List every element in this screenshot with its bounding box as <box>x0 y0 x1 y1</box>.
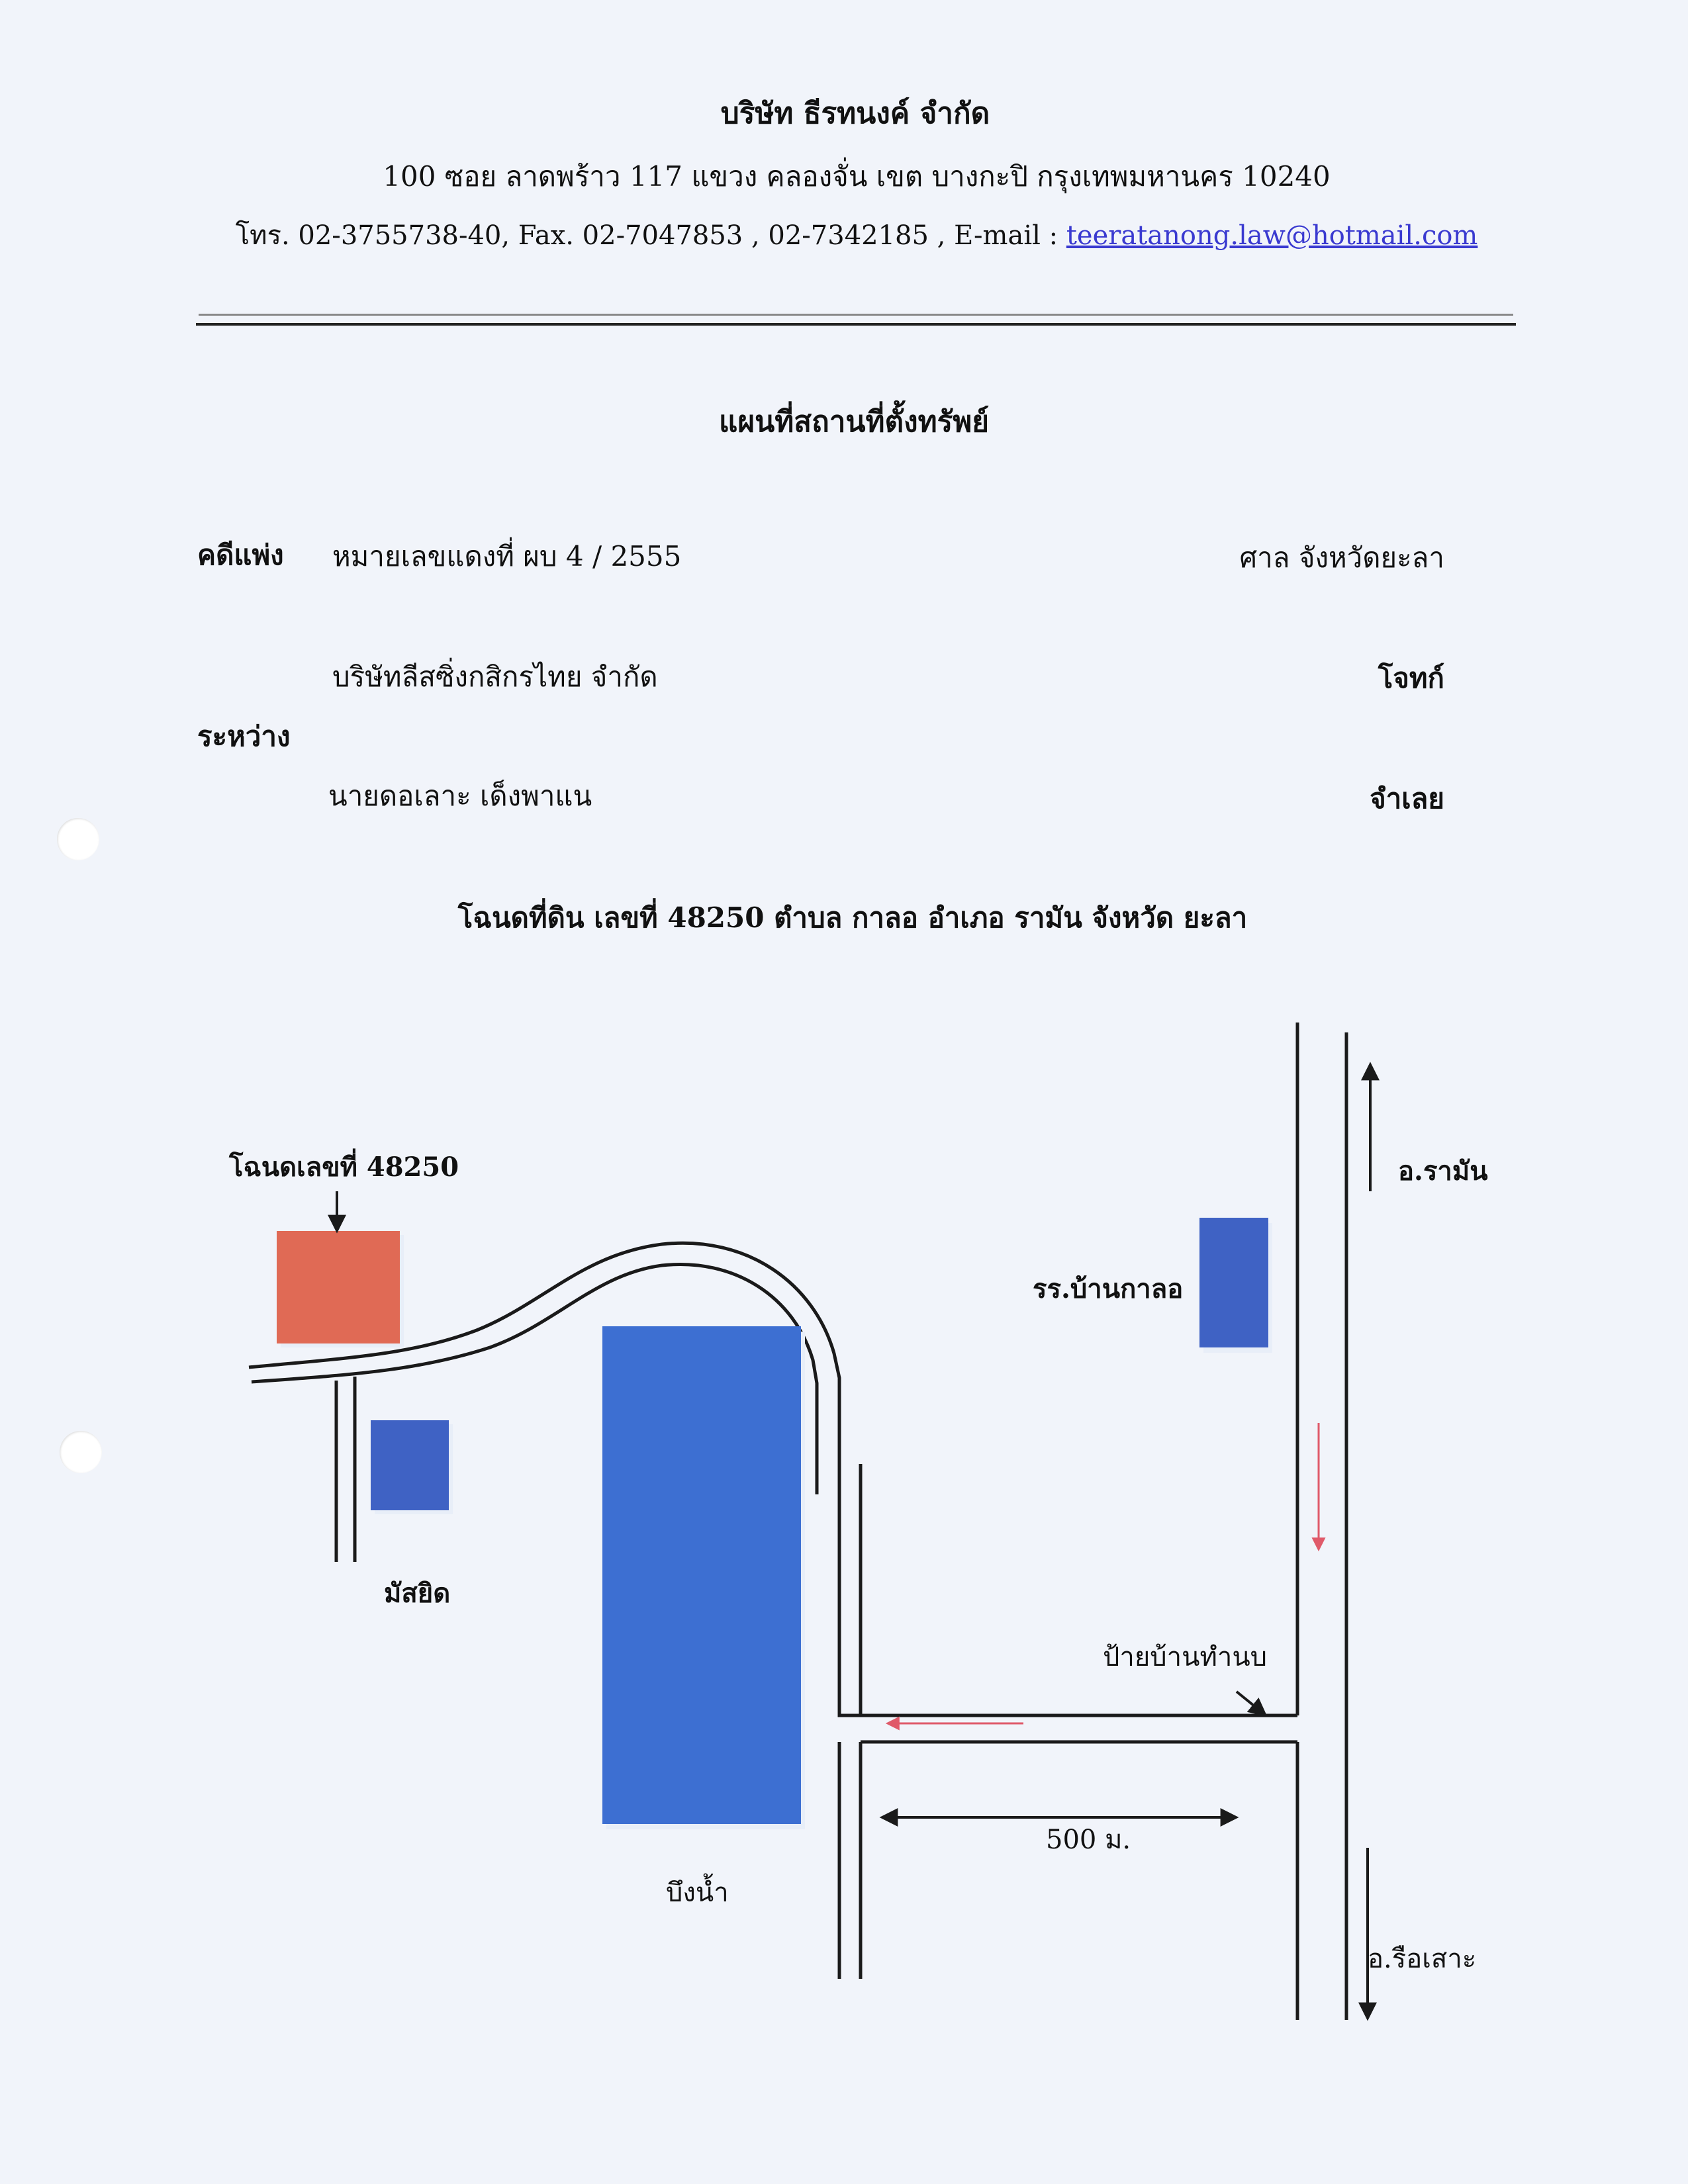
school-label: รร.บ้านกาลอ <box>1033 1273 1184 1304</box>
company-name: บริษัท ธีรทนงค์ จำกัด <box>720 97 990 130</box>
property-parcel <box>277 1231 404 1347</box>
rueso-direction-label: อ.รือเสาะ <box>1368 1944 1477 1974</box>
defendant-name: นายดอเลาะ เด็งพาแน <box>328 780 592 812</box>
between-label: ระหว่าง <box>197 720 291 752</box>
defendant-role: จำเลย <box>1370 782 1444 815</box>
school-building <box>1199 1218 1272 1353</box>
deed-marker-label: โฉนดเลขที่ 48250 <box>229 1152 459 1183</box>
pond <box>602 1326 805 1829</box>
header-divider <box>199 314 1513 316</box>
diagonal-arrow-icon <box>1235 1690 1268 1717</box>
punch-hole-top <box>57 818 99 860</box>
raman-direction-label: อ.รามัน <box>1398 1156 1488 1187</box>
mosque-label: มัสยิด <box>384 1578 451 1609</box>
mosque-road <box>334 1377 357 1562</box>
email-link[interactable]: teeratanong.law@hotmail.com <box>1066 220 1478 251</box>
deed-info: โฉนดที่ดิน เลขที่ 48250 ตำบล กาลอ อำเภอ … <box>457 901 1248 934</box>
plaintiff-name: บริษัทลีสซิ่งกสิกรไทย จำกัด <box>332 660 658 693</box>
side-road <box>248 1241 1297 1979</box>
distance-label: 500 ม. <box>1046 1825 1131 1855</box>
main-highway <box>1295 1023 1348 2020</box>
court-name: ศาล จังหวัดยะลา <box>1239 541 1444 574</box>
village-sign-label: ป้ายบ้านทำนบ <box>1103 1642 1268 1672</box>
case-number: หมายเลขแดงที่ ผบ 4 / 2555 <box>332 540 682 572</box>
company-address: 100 ซอย ลาดพร้าว 117 แขวง คลองจั่น เขต บ… <box>383 160 1331 193</box>
company-contact: โทร. 02-3755738-40, Fax. 02-7047853 , 02… <box>236 222 1478 249</box>
plaintiff-role: โจทก์ <box>1378 662 1444 694</box>
contact-numbers: โทร. 02-3755738-40, Fax. 02-7047853 , 02… <box>235 220 1058 251</box>
pond-label: บึงน้ำ <box>666 1878 729 1908</box>
document-title: แผนที่สถานที่ตั้งทรัพย์ <box>719 405 989 439</box>
mosque-building <box>371 1420 453 1514</box>
header-divider-thick <box>196 323 1516 326</box>
punch-hole-bottom <box>60 1431 102 1473</box>
case-type-label: คดีแพ่ง <box>197 539 284 571</box>
